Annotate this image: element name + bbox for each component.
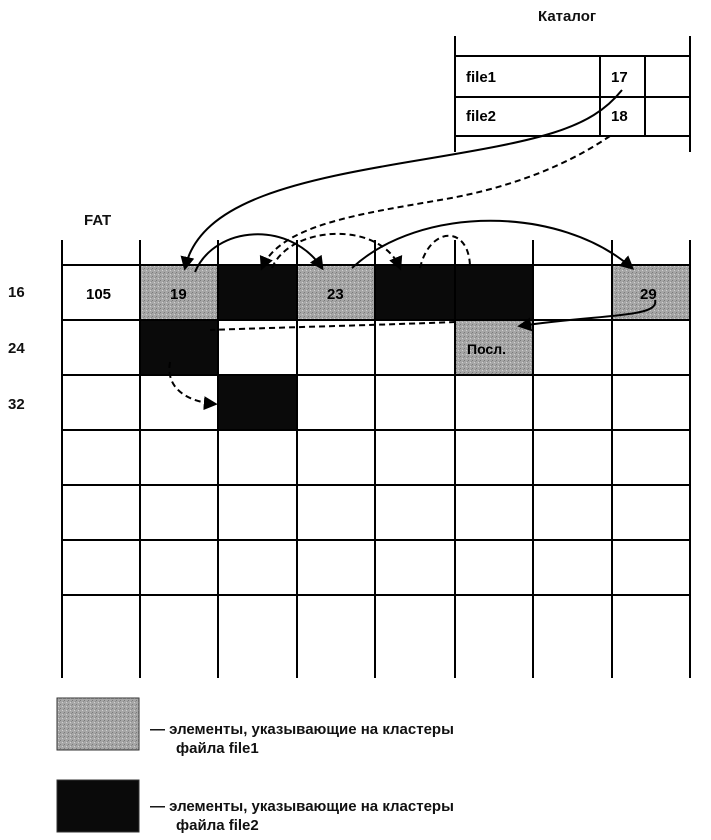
fat-cell-19-value: 23 — [327, 286, 344, 303]
arrow-20-to-21 — [419, 234, 471, 269]
arrow-catalog-file2-to-18 — [259, 135, 611, 271]
fat-row-label-24: 24 — [8, 340, 25, 357]
arrow-17-to-19 — [194, 233, 324, 273]
catalog-file1-cluster: 17 — [611, 69, 628, 86]
arrow-catalog-file1-to-17 — [180, 89, 623, 271]
arrow-18-to-20 — [271, 232, 403, 271]
arrow-21-to-25 — [209, 321, 456, 331]
catalog-table — [454, 36, 691, 152]
legend-file1-swatch — [56, 697, 140, 751]
fat-row-label-32: 32 — [8, 396, 25, 413]
fat-cell-23-value: 29 — [640, 286, 657, 303]
fat-cell-18 — [218, 265, 297, 320]
fat-cell-34 — [218, 375, 297, 430]
fat-cell-fills — [140, 265, 690, 430]
legend-file2-line2: файла file2 — [176, 817, 259, 834]
legend-file1-line2: файла file1 — [176, 740, 259, 757]
legend-file1-text: — элементы, указывающие на кластеры файл… — [150, 720, 454, 758]
fat-cell-21 — [455, 265, 533, 320]
legend-file2-line1: — элементы, указывающие на кластеры — [150, 798, 454, 815]
catalog-file1-name: file1 — [466, 69, 496, 86]
fat-cell-19 — [297, 265, 375, 320]
catalog-title: Каталог — [538, 8, 597, 25]
fat-cell-17-value: 19 — [170, 286, 187, 303]
fat-cell-29-value: Посл. — [467, 341, 506, 357]
catalog-file2-name: file2 — [466, 108, 496, 125]
fat-grid — [61, 240, 691, 678]
arrow-19-to-23 — [351, 219, 635, 270]
legend-file1-line1: — элементы, указывающие на кластеры — [150, 721, 454, 738]
fat-cell-23 — [612, 265, 690, 320]
fat-cell-16-value: 105 — [86, 286, 111, 303]
arrow-25-to-34 — [168, 361, 218, 411]
fat-cell-25 — [140, 320, 218, 375]
file2-chain-arrows — [168, 135, 611, 411]
arrow-23-to-29 — [517, 299, 657, 332]
fat-cell-17 — [140, 265, 218, 320]
legend-file2-text: — элементы, указывающие на кластеры файл… — [150, 797, 454, 835]
fat-cell-20 — [375, 265, 455, 320]
fat-row-label-16: 16 — [8, 284, 25, 301]
legend-file2-swatch — [56, 779, 140, 833]
catalog-file2-cluster: 18 — [611, 108, 628, 125]
fat-title: FAT — [84, 212, 112, 229]
